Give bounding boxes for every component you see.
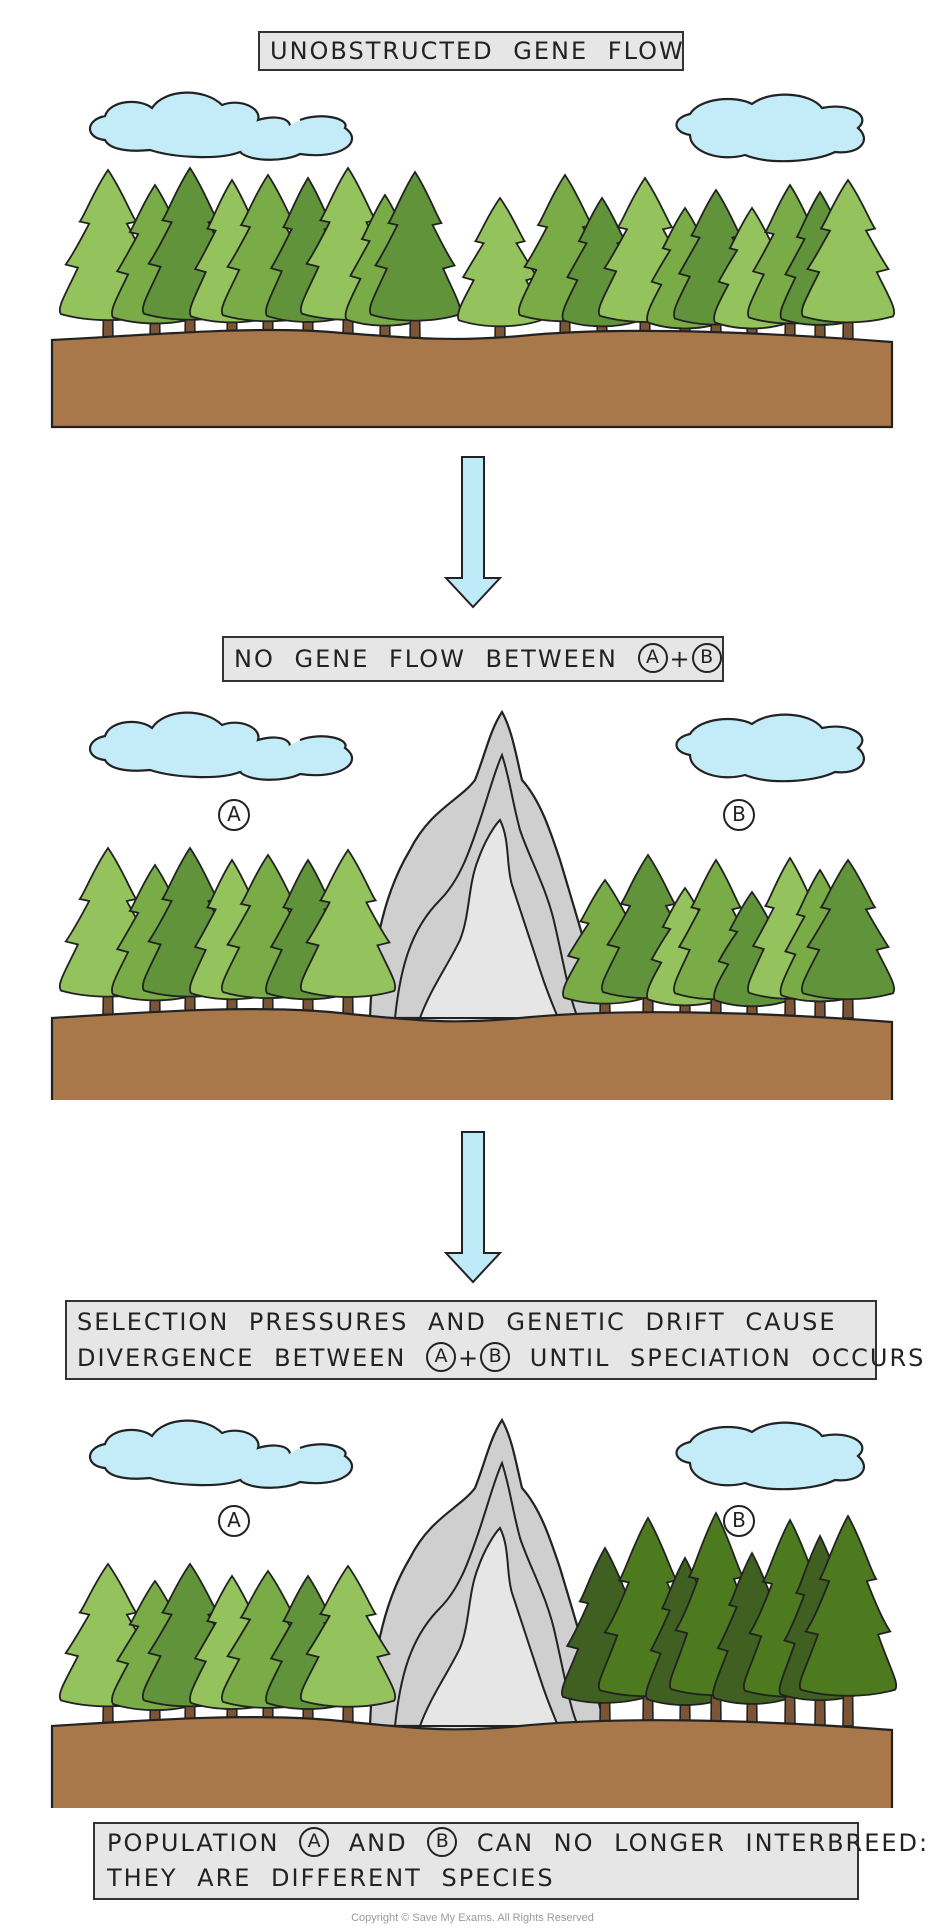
conclusion-and: AND [348, 1829, 408, 1857]
gene-flow-title: UNOBSTRUCTED GENE FLOW [258, 31, 684, 71]
divergence-box: SELECTION PRESSURES AND GENETIC DRIFT CA… [65, 1300, 923, 1380]
conclusion-box: POPULATION A AND B CAN NO LONGER INTERBR… [93, 1822, 927, 1900]
plus-sign: + [669, 645, 690, 673]
ground [50, 1007, 894, 1100]
divergence-line-2-prefix: DIVERGENCE BETWEEN [77, 1344, 407, 1372]
cloud-icon [675, 93, 865, 163]
divergence-line-1: SELECTION PRESSURES AND GENETIC DRIFT CA… [77, 1308, 837, 1336]
forest-scene-3 [50, 1417, 898, 1808]
population-b-badge: B [691, 643, 722, 673]
population-b-badge: B [427, 1827, 458, 1857]
cloud-icon [88, 91, 353, 161]
conclusion-line-1-suffix: CAN NO LONGER INTERBREED: [476, 1829, 930, 1857]
down-arrow-1 [443, 456, 503, 609]
tree-icon [457, 196, 543, 328]
scene3-label-a: A [218, 1505, 250, 1537]
population-b-badge: B [480, 1342, 511, 1372]
no-gene-flow-title: NO GENE FLOW BETWEEN A+B [222, 636, 724, 682]
gene-flow-title-text: UNOBSTRUCTED GENE FLOW [270, 37, 685, 65]
tree-row-3 [58, 1511, 898, 1727]
tree-icon [300, 1564, 396, 1708]
conclusion-line-1-prefix: POPULATION [107, 1829, 280, 1857]
copyright-footer: Copyright © Save My Exams. All Rights Re… [351, 1912, 594, 1924]
conclusion-line-1: POPULATION A AND B CAN NO LONGER INTERBR… [107, 1826, 927, 1861]
mountain-icon [368, 1417, 607, 1728]
conclusion-line-2: THEY ARE DIFFERENT SPECIES [107, 1864, 555, 1892]
forest-scene-2 [50, 709, 895, 1100]
scene2-label-a: A [218, 799, 250, 831]
tree-icon [369, 170, 461, 322]
tree-icon [300, 848, 396, 998]
down-arrow-2 [443, 1131, 503, 1284]
cloud-icon [88, 711, 353, 781]
forest-scene-1 [50, 91, 895, 429]
scene2-label-b: B [723, 799, 755, 831]
cloud-icon [675, 1421, 865, 1491]
no-gene-flow-text: NO GENE FLOW BETWEEN [234, 645, 618, 673]
cloud-icon [675, 713, 865, 783]
mountain-icon [368, 709, 607, 1020]
tree-icon [798, 1514, 898, 1697]
divergence-line-2: DIVERGENCE BETWEEN A+B UNTIL SPECIATION … [77, 1340, 923, 1376]
population-a-badge: A [426, 1342, 457, 1372]
cloud-icon [88, 1419, 353, 1489]
ground [50, 1715, 894, 1808]
tree-row-1 [58, 166, 895, 343]
population-a-badge: A [637, 643, 668, 673]
scene3-label-b: B [723, 1505, 755, 1537]
plus-sign: + [458, 1344, 479, 1372]
ground [50, 328, 894, 429]
population-a-badge: A [299, 1827, 330, 1857]
divergence-line-2-suffix: UNTIL SPECIATION OCCURS [529, 1344, 926, 1372]
tree-icon [801, 178, 895, 324]
tree-icon [801, 858, 895, 1001]
